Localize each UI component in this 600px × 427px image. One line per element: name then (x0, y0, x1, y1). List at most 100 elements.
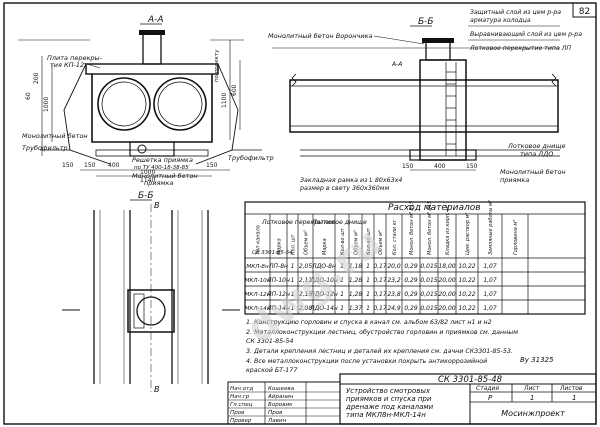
table-cell: 10,22 (458, 305, 475, 312)
table-cell: 24,9 (387, 305, 401, 312)
callout-bb-1: Монолитный бетон Ворончика (268, 32, 373, 40)
table-cell: 0,015 (420, 305, 437, 312)
section-aa-view: А-А Плита перекры- (18, 15, 274, 187)
title-role: Провер (230, 418, 252, 424)
table-col-header: Кол. стали кг (392, 219, 398, 255)
table-cell: 1 (340, 305, 344, 312)
note-6: краской БТ-177 (246, 367, 297, 374)
section-bb-top-label: Б-Б (418, 17, 434, 27)
dim-bb-2: 400 (434, 163, 446, 170)
table-col-header: Объем м³ (304, 230, 310, 255)
pipe-right-aa (153, 77, 207, 131)
callout-bb-2: Защитный слой из цем р-ра (470, 9, 561, 16)
org-name: Мосинжпроект (501, 409, 565, 418)
table-cell: 18,00 (438, 263, 455, 270)
table-col-header: Горловина м³ (513, 220, 519, 255)
title-person: Боровик (268, 402, 293, 408)
table-cell: 23,2 (387, 277, 401, 284)
doc-title-4: типа МКЛ8н-МКЛ-14н (346, 411, 426, 419)
table-cell: МКЛ-12н (245, 292, 271, 298)
table-cell: 0,17 (373, 263, 387, 270)
callout-bb-9: приямка (500, 176, 529, 184)
table-cell: ЛП-12н (266, 291, 290, 298)
table-cell: 10,22 (458, 263, 475, 270)
callout-bb-5: Лотковое перекрытие типа ЛП (469, 45, 571, 52)
table-col-header: Объем м³ (354, 230, 360, 255)
table-cell: 1,07 (483, 263, 497, 270)
table-cell: 10,22 (458, 291, 475, 298)
dim-aa-6: 1140 (140, 177, 155, 184)
callout-bb-8: Монолитный бетон (500, 168, 566, 176)
title-role: Пров (230, 410, 244, 416)
table-cell: 1 (366, 277, 370, 284)
dim-aa-11: по проекту (214, 49, 220, 82)
note-1: 1. Конструкцию горловин и спуска в канал… (246, 318, 492, 326)
table-cell: 0,015 (420, 291, 437, 298)
table-cell: 0,17 (373, 291, 387, 298)
title-person: Лавин (267, 418, 287, 424)
section-bb-top-view: Б-Б 150 400 150 А-А Монолитный (268, 9, 582, 192)
doc-title-2: приямков и спуска при (346, 395, 432, 403)
chamber-plan (127, 289, 175, 333)
dim-aa-3: 150 (206, 162, 218, 169)
table-cell: ЛП-8н (268, 263, 288, 270)
sheet-label: Лист (523, 385, 540, 392)
table-cell: 0,29 (404, 263, 418, 270)
table-cell: 20,00 (438, 291, 455, 298)
table-group-2: Лотковое днище (311, 219, 367, 226)
title-person: Пров (268, 410, 282, 416)
pipe-band-bb (289, 79, 559, 133)
dim-aa-12: 200 (33, 72, 40, 84)
doc-code: СК 3301-85-48 (438, 375, 503, 385)
doc-title-3: дренаже под каналами (345, 403, 434, 411)
table-cell: 1,28 (349, 277, 363, 284)
callout-aa-2: тия КП-12 (50, 61, 84, 69)
table-title: Расход материалов (388, 203, 481, 213)
callout-bb-11: размер в свету 360х360мм (299, 185, 389, 192)
table-cell: МКЛ-14н (245, 306, 271, 312)
sheet-number-box (572, 2, 597, 18)
table-col-header: Земляные работы м³ (488, 200, 494, 255)
callout-aa-6: Монолитный бетон (132, 172, 198, 180)
title-role: Нач.отд (230, 386, 253, 392)
table-cell: 0,17 (373, 305, 387, 312)
note-5: 4. Все металлоконструкции после установк… (246, 358, 487, 365)
dim-aa-2: 1000 (140, 169, 155, 176)
table-cell: 1 (291, 305, 295, 312)
table-cell: 1,37 (349, 305, 363, 312)
table-cell: 20,00 (438, 277, 455, 284)
note-4: 3. Детали крепления лестниц и деталей их… (246, 348, 513, 355)
title-role: Нач.гр (230, 394, 250, 400)
table-cell: 1,18 (349, 263, 363, 270)
title-person: Кошеева (268, 386, 295, 392)
sheets-value: 1 (572, 394, 576, 402)
section-aa-label: А-А (147, 15, 164, 25)
table-cell: ЛДО-12н (309, 291, 338, 298)
materials-table: Расход материалов Лотковое перекрытие Ло… (244, 200, 586, 315)
title-block: СК 3301-85-48 Устройство смотровых приям… (227, 373, 597, 425)
stage-value: Р (488, 394, 493, 402)
table-cell: 10,22 (458, 277, 475, 284)
table-cell: 2,05 (299, 263, 313, 270)
note-3: СК 3301-85-54 (246, 338, 293, 345)
sheet-value: 1 (530, 394, 534, 402)
callout-aa-5: по ТУ 400-18-38-85 (134, 165, 189, 171)
table-cell: 1,07 (483, 305, 497, 312)
callout-aa-4: Решетка приямка (132, 156, 193, 164)
table-col-header: Тип канала (256, 225, 262, 255)
table-cell: ЛП-10н (266, 277, 290, 284)
table-cell: 0,015 (420, 277, 437, 284)
sheet-number: 82 (579, 7, 590, 17)
dim-bb-1: 150 (402, 163, 414, 170)
table-cell: ЛДО-10н (309, 277, 338, 284)
table-cell: 0,29 (404, 291, 418, 298)
callout-aa-8: Трубофильтр (22, 144, 68, 152)
cover-slab-aa (85, 63, 219, 75)
table-col-header: Марка (322, 238, 328, 255)
table-cell: 20,0 (387, 263, 401, 270)
stage-label: Стадия (476, 385, 499, 392)
section-bb-plan-label: Б-Б (138, 191, 154, 201)
table-cell: 1 (366, 305, 370, 312)
table-col-header: Объем м³ (378, 230, 384, 255)
dim-aa-7: 60 (25, 92, 32, 100)
